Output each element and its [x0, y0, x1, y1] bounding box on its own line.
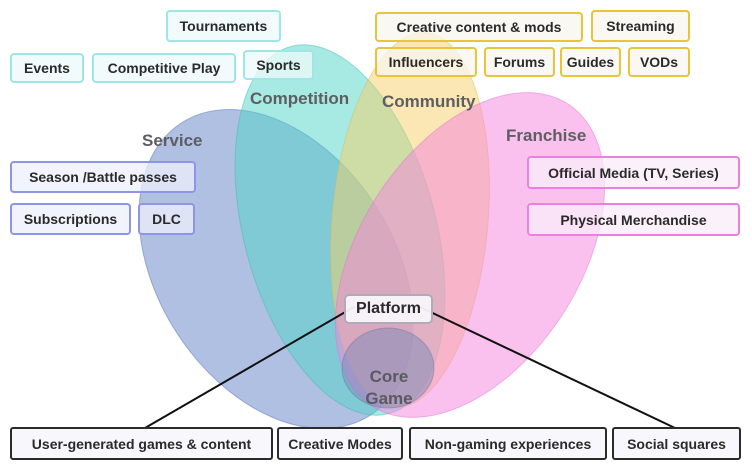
tag-tournaments: Tournaments: [166, 10, 281, 42]
community-label: Community: [382, 92, 476, 111]
tag-competitive-play: Competitive Play: [92, 53, 236, 83]
core-game-ellipse: [341, 327, 435, 409]
tag-forums: Forums: [484, 47, 555, 77]
tag-streaming: Streaming: [591, 10, 690, 42]
competition-label: Competition: [250, 89, 350, 108]
platform-label: Platform: [344, 294, 433, 324]
tag-official-media: Official Media (TV, Series): [527, 156, 740, 189]
tag-creative-content: Creative content & mods: [375, 12, 583, 42]
tag-physical-merch: Physical Merchandise: [527, 203, 740, 236]
connector-ugc: [144, 306, 355, 429]
tag-subscriptions: Subscriptions: [10, 203, 131, 235]
tag-non-gaming: Non-gaming experiences: [409, 427, 607, 460]
tag-ugc: User-generated games & content: [10, 427, 273, 460]
tag-vods: VODs: [628, 47, 690, 77]
tag-season-passes: Season /Battle passes: [10, 161, 196, 193]
service-label: Service: [142, 131, 203, 150]
tag-events: Events: [10, 53, 84, 83]
core-game-label: Core Game: [365, 367, 413, 408]
connector-social-squares: [419, 306, 676, 429]
franchise-label: Franchise: [506, 126, 587, 145]
tag-dlc: DLC: [138, 203, 195, 235]
tag-guides: Guides: [560, 47, 621, 77]
tag-influencers: Influencers: [375, 47, 477, 77]
tag-sports: Sports: [243, 50, 314, 80]
tag-creative-modes: Creative Modes: [277, 427, 403, 460]
tag-social-squares: Social squares: [612, 427, 741, 460]
